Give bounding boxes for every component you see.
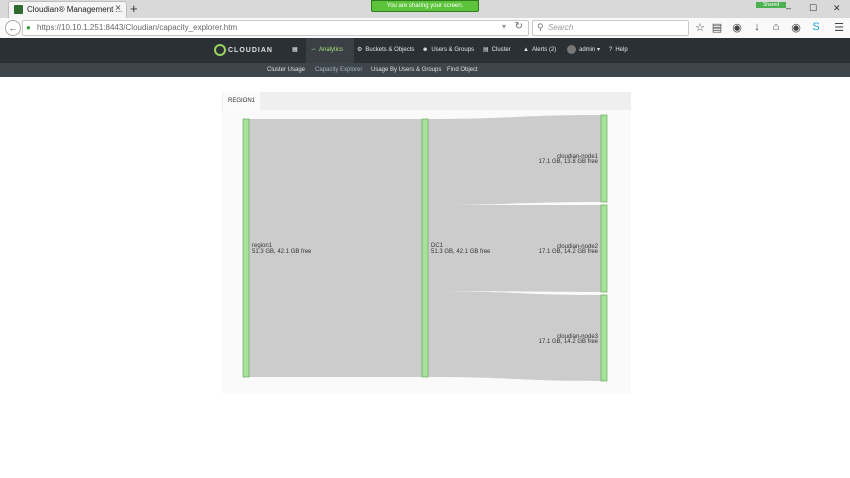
node-region1[interactable]	[242, 118, 250, 378]
app-subnav	[0, 63, 850, 77]
nav-users-label: Users & Groups	[431, 47, 475, 53]
nav-buckets-label: Buckets & Objects	[365, 47, 415, 53]
url-bar[interactable]: ● https://10.10.1.251:8443/Cloudian/capa…	[22, 20, 529, 36]
node3-detail-label: 17.1 GB, 14.2 GB free	[539, 339, 599, 345]
home-icon[interactable]: ⌂	[772, 21, 780, 33]
back-arrow-icon[interactable]: ←	[5, 20, 21, 36]
library-icon[interactable]: ▤	[711, 22, 723, 34]
chat-icon[interactable]: ◉	[791, 22, 801, 34]
avatar-icon	[567, 44, 576, 54]
subnav-cluster-usage[interactable]: Cluster Usage	[267, 67, 306, 73]
node-cloudian-node2[interactable]	[600, 204, 608, 293]
node1-name-label: cloudian-node1	[557, 154, 599, 160]
pocket-icon[interactable]: ◉	[732, 22, 742, 34]
nav-apps-grid[interactable]: ▦	[287, 38, 303, 63]
nav-alerts[interactable]: ▲Alerts (2)	[518, 38, 561, 63]
nav-analytics-label: Analytics	[319, 47, 344, 53]
gear-icon: ⚙	[357, 47, 363, 53]
bell-icon: ▲	[523, 47, 529, 53]
nav-buckets-objects[interactable]: ⚙Buckets & Objects	[352, 38, 419, 63]
shared-badge: Shared	[756, 2, 786, 8]
app-navbar	[0, 38, 850, 63]
node2-detail-label: 17.1 GB, 14.2 GB free	[539, 249, 599, 255]
browser-tab[interactable]: Cloudian® Management ... ×	[8, 1, 127, 19]
nav-user-label: admin ▾	[579, 47, 601, 53]
node1-detail-label: 17.1 GB, 13.8 GB free	[539, 159, 599, 165]
menu-icon[interactable]: ☰	[834, 22, 844, 34]
screen-share-banner: You are sharing your screen.	[371, 0, 479, 12]
chart-icon: ∽	[311, 47, 317, 53]
users-icon: ☻	[422, 47, 429, 53]
node-cloudian-node3[interactable]	[600, 294, 608, 382]
url-text[interactable]: https://10.10.1.251:8443/Cloudian/capaci…	[37, 23, 238, 32]
flow-region-to-dc	[249, 119, 422, 377]
subnav-usage-by-users-groups[interactable]: Usage By Users & Groups	[371, 67, 442, 73]
tab-region1[interactable]: REGION1	[223, 92, 260, 111]
reload-icon[interactable]: ↻	[514, 21, 523, 32]
nav-alerts-label: Alerts (2)	[531, 47, 557, 53]
help-icon: ?	[609, 47, 613, 53]
close-window-icon[interactable]: ✕	[833, 3, 841, 13]
cloudian-logo-icon	[214, 44, 226, 56]
flow-dc-to-node2	[428, 205, 601, 292]
search-icon: ⚲	[537, 22, 544, 32]
node3-name-label: cloudian-node3	[557, 334, 599, 340]
nav-user-menu[interactable]: admin ▾	[562, 38, 605, 63]
node-dc1[interactable]	[421, 118, 429, 378]
lock-icon: ●	[26, 23, 31, 32]
skype-icon[interactable]: S	[812, 21, 820, 33]
url-dropdown-icon[interactable]: ▾	[501, 22, 506, 31]
star-icon[interactable]: ☆	[695, 22, 705, 34]
region1-name-label: region1	[252, 243, 273, 249]
tab-title: Cloudian® Management ...	[27, 5, 123, 14]
node-cloudian-node1[interactable]	[600, 114, 608, 203]
dc1-detail-label: 51.3 GB, 42.1 GB free	[431, 249, 491, 255]
subnav-find-object[interactable]: Find Object	[447, 67, 478, 73]
cloudian-favicon-icon	[14, 5, 23, 14]
close-tab-icon[interactable]: ×	[115, 3, 121, 14]
grid-icon: ▦	[292, 47, 298, 53]
restore-icon[interactable]: ☐	[809, 3, 818, 13]
new-tab-button[interactable]: +	[130, 1, 138, 16]
nav-analytics[interactable]: ∽Analytics	[306, 38, 354, 63]
region-tabstrip	[222, 92, 631, 110]
node2-name-label: cloudian-node2	[557, 244, 599, 250]
cloudian-logo[interactable]: CLOUDIAN	[214, 44, 273, 56]
region1-detail-label: 51.3 GB, 42.1 GB free	[252, 249, 312, 255]
minimize-icon[interactable]: –	[786, 3, 792, 13]
logo-text: CLOUDIAN	[228, 46, 273, 54]
nav-users-groups[interactable]: ☻Users & Groups	[417, 38, 479, 63]
cluster-icon: ▤	[483, 47, 489, 53]
nav-help-label: Help	[615, 47, 628, 53]
subnav-capacity-explorer[interactable]: Capacity Explorer	[315, 67, 363, 73]
nav-cluster-label: Cluster	[491, 47, 511, 53]
dc1-name-label: DC1	[431, 243, 444, 249]
flow-dc-to-node1	[428, 115, 601, 205]
search-placeholder: Search	[548, 23, 574, 32]
search-bar[interactable]: ⚲ Search	[532, 20, 689, 36]
nav-help[interactable]: ?Help	[604, 38, 633, 63]
nav-cluster[interactable]: ▤Cluster	[478, 38, 516, 63]
flow-dc-to-node3	[428, 291, 601, 381]
download-icon[interactable]: ↓	[754, 21, 760, 33]
